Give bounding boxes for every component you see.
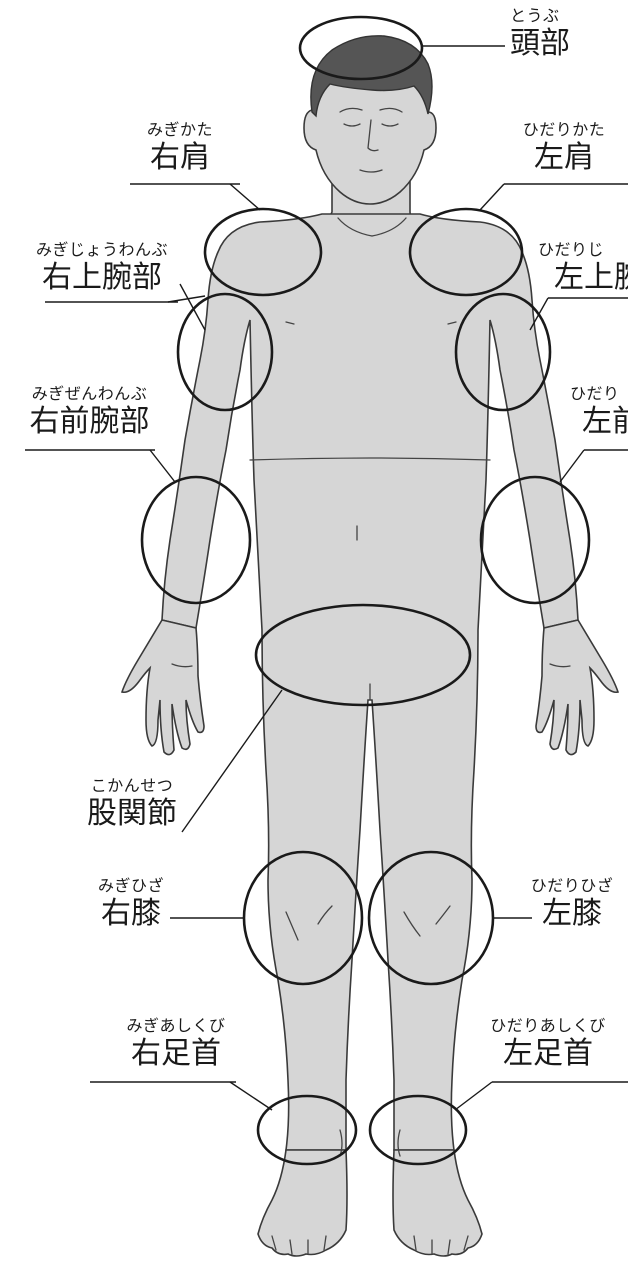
label-head-name: 頭部 (510, 29, 570, 59)
label-right-shoulder-name: 右肩 (120, 143, 240, 173)
label-right-upper-arm: みぎじょうわんぶ 右上腕部 (12, 242, 192, 293)
label-left-ankle-name: 左足首 (468, 1039, 628, 1069)
label-left-ankle: ひだりあしくび 左足首 (468, 1018, 628, 1069)
label-right-forearm-reading: みぎぜんわんぶ (2, 386, 177, 402)
label-right-knee-name: 右膝 (86, 899, 176, 929)
label-left-knee-reading: ひだりひざ (516, 878, 628, 894)
label-right-knee: みぎひざ 右膝 (86, 878, 176, 929)
label-left-upper-arm-reading: ひだりじ (538, 242, 628, 258)
label-right-forearm: みぎぜんわんぶ 右前腕部 (2, 386, 177, 437)
label-left-ankle-reading: ひだりあしくび (468, 1018, 628, 1034)
label-head-reading: とうぶ (510, 8, 570, 24)
label-right-shoulder-reading: みぎかた (120, 122, 240, 138)
label-left-upper-arm: ひだりじ 左上腕 (538, 242, 628, 293)
label-left-knee-name: 左膝 (516, 899, 628, 929)
label-left-forearm: ひだり 左前 (570, 386, 628, 437)
label-left-shoulder-name: 左肩 (500, 143, 628, 173)
label-right-knee-reading: みぎひざ (86, 878, 176, 894)
label-right-ankle-name: 右足首 (106, 1039, 246, 1069)
label-right-shoulder: みぎかた 右肩 (120, 122, 240, 173)
body-silhouette (122, 36, 618, 1256)
label-right-upper-arm-name: 右上腕部 (12, 263, 192, 293)
label-left-shoulder: ひだりかた 左肩 (500, 122, 628, 173)
label-left-upper-arm-name: 左上腕 (554, 263, 628, 293)
label-hip-joint-name: 股関節 (76, 799, 188, 829)
label-right-ankle: みぎあしくび 右足首 (106, 1018, 246, 1069)
label-left-forearm-reading: ひだり (570, 386, 628, 402)
label-left-knee: ひだりひざ 左膝 (516, 878, 628, 929)
label-right-ankle-reading: みぎあしくび (106, 1018, 246, 1034)
label-left-forearm-name: 左前 (582, 407, 628, 437)
label-right-upper-arm-reading: みぎじょうわんぶ (12, 242, 192, 258)
label-head: とうぶ 頭部 (510, 8, 570, 59)
label-hip-joint-reading: こかんせつ (76, 778, 188, 794)
label-left-shoulder-reading: ひだりかた (500, 122, 628, 138)
label-right-forearm-name: 右前腕部 (2, 407, 177, 437)
label-hip-joint: こかんせつ 股関節 (76, 778, 188, 829)
